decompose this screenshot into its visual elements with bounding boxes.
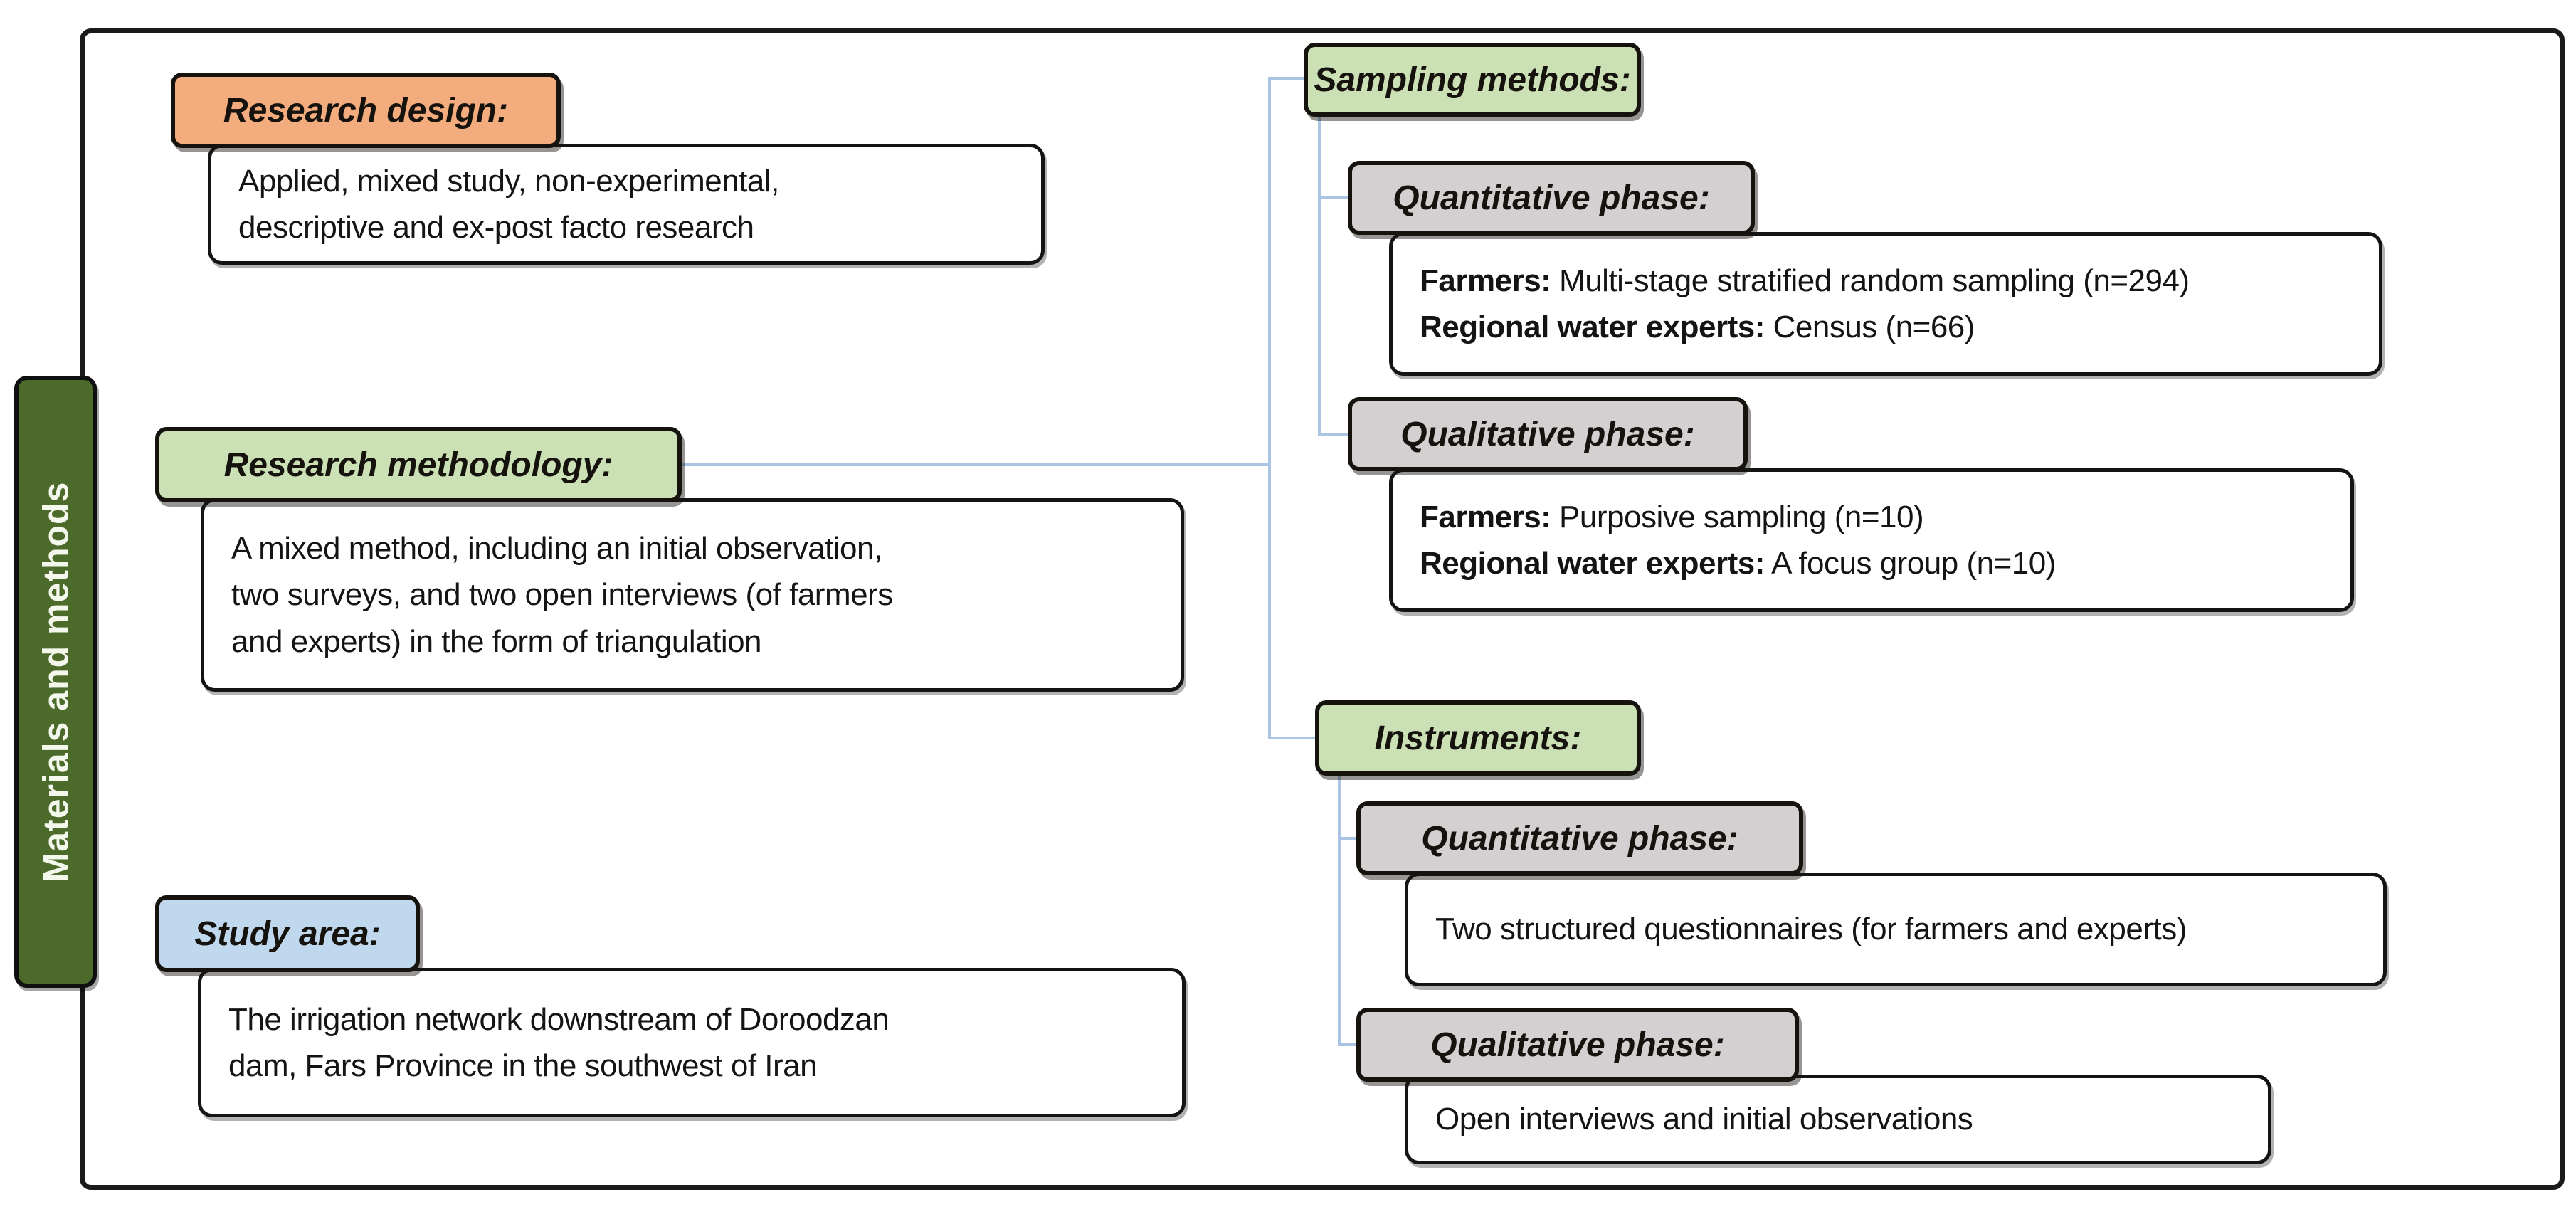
research-design-line-2: descriptive and ex-post facto research — [238, 210, 754, 245]
sampling-qualitative-header: Qualitative phase: — [1348, 397, 1748, 471]
connector-stub-instruments-qualitative — [1338, 1043, 1359, 1046]
farmers-method: Purposive sampling (n=10) — [1559, 499, 1924, 534]
sampling-qualitative-header-label: Qualitative phase: — [1400, 415, 1695, 453]
sampling-quantitative-body: Farmers: Multi-stage stratified random s… — [1389, 232, 2382, 376]
instruments-qualitative-text: Open interviews and initial observations — [1435, 1102, 1973, 1137]
study-area-header: Study area: — [155, 895, 420, 972]
research-methodology-body: A mixed method, including an initial obs… — [201, 498, 1184, 692]
connector-methodology-trunk — [680, 463, 1270, 466]
farmers-label: Farmers: — [1420, 263, 1551, 298]
study-area-body: The irrigation network downstream of Dor… — [198, 968, 1186, 1117]
connector-stub-sampling-qualitative — [1318, 433, 1351, 436]
connector-instruments-vertical — [1338, 774, 1341, 1046]
sidebar-materials-and-methods: Materials and methods — [14, 376, 97, 988]
farmers-method: Multi-stage stratified random sampling (… — [1559, 263, 2190, 298]
research-methodology-line-1: A mixed method, including an initial obs… — [231, 531, 882, 566]
research-methodology-header: Research methodology: — [155, 427, 682, 502]
sampling-quantitative-line-2: Regional water experts: Census (n=66) — [1420, 304, 2352, 350]
sampling-quantitative-header-label: Quantitative phase: — [1393, 179, 1710, 217]
study-area-line-2: dam, Fars Province in the southwest of I… — [228, 1048, 818, 1083]
research-methodology-line-2: two surveys, and two open interviews (of… — [231, 577, 893, 613]
connector-main-vertical — [1268, 77, 1271, 739]
instruments-header-label: Instruments: — [1374, 719, 1582, 757]
sidebar-label: Materials and methods — [36, 481, 76, 882]
research-design-line-1: Applied, mixed study, non-experimental, — [238, 163, 779, 199]
instruments-header: Instruments: — [1315, 700, 1641, 776]
instruments-quantitative-body: Two structured questionnaires (for farme… — [1405, 873, 2387, 986]
sampling-methods-header: Sampling methods: — [1304, 43, 1641, 117]
research-methodology-header-label: Research methodology: — [223, 446, 613, 484]
experts-method: A focus group (n=10) — [1771, 546, 2056, 581]
connector-stub-instruments — [1268, 737, 1319, 739]
study-area-header-label: Study area: — [194, 915, 381, 953]
sampling-qualitative-line-1: Farmers: Purposive sampling (n=10) — [1420, 494, 2323, 540]
sampling-qualitative-line-2: Regional water experts: A focus group (n… — [1420, 540, 2323, 586]
sampling-qualitative-body: Farmers: Purposive sampling (n=10) Regio… — [1389, 468, 2354, 612]
instruments-qualitative-body: Open interviews and initial observations — [1405, 1075, 2271, 1164]
sampling-methods-header-label: Sampling methods: — [1314, 60, 1631, 99]
connector-stub-sampling-quantitative — [1318, 196, 1351, 199]
study-area-line-1: The irrigation network downstream of Dor… — [228, 1001, 890, 1037]
research-design-header: Research design: — [171, 73, 561, 148]
connector-stub-instruments-quantitative — [1338, 837, 1359, 840]
experts-label: Regional water experts: — [1420, 546, 1765, 581]
research-methodology-line-3: and experts) in the form of triangulatio… — [231, 623, 762, 659]
instruments-quantitative-text: Two structured questionnaires (for farme… — [1435, 912, 2187, 947]
experts-method: Census (n=66) — [1773, 310, 1975, 344]
sampling-quantitative-header: Quantitative phase: — [1348, 161, 1755, 235]
research-design-body: Applied, mixed study, non-experimental, … — [208, 144, 1045, 265]
connector-sampling-vertical — [1318, 115, 1321, 436]
connector-stub-sampling — [1268, 77, 1308, 80]
experts-label: Regional water experts: — [1420, 310, 1765, 344]
research-design-header-label: Research design: — [223, 91, 509, 130]
instruments-quantitative-header: Quantitative phase: — [1356, 801, 1803, 875]
instruments-qualitative-header: Qualitative phase: — [1356, 1008, 1799, 1082]
sampling-quantitative-line-1: Farmers: Multi-stage stratified random s… — [1420, 258, 2352, 304]
instruments-quantitative-header-label: Quantitative phase: — [1421, 819, 1738, 858]
instruments-qualitative-header-label: Qualitative phase: — [1430, 1026, 1725, 1064]
farmers-label: Farmers: — [1420, 499, 1551, 534]
